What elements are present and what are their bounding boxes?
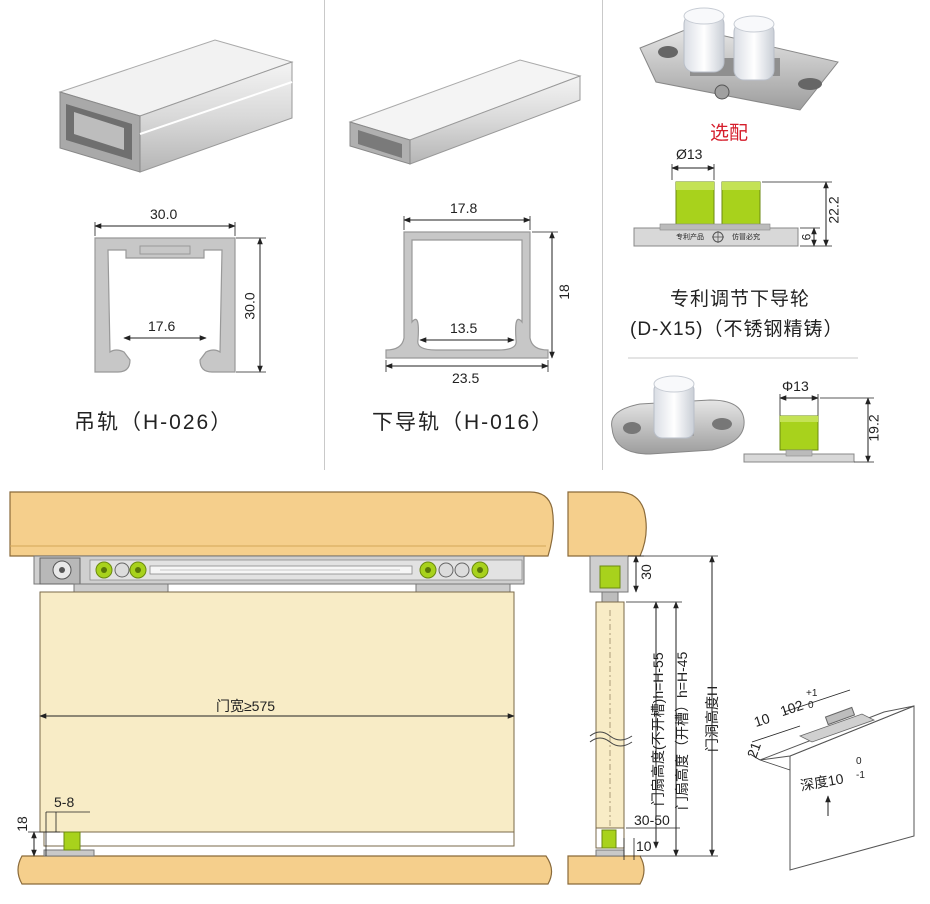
plate-text-counterfeit: 仿冒必究 bbox=[732, 234, 760, 241]
groove-depth-dim: 30-50 bbox=[634, 812, 670, 828]
hanging-rail-inner-dim: 17.6 bbox=[148, 318, 176, 334]
separator-2 bbox=[602, 0, 603, 470]
guide-wheel-dia-dim: Ø13 bbox=[676, 146, 703, 162]
separator-1 bbox=[324, 0, 325, 470]
single-wheel-photo bbox=[611, 375, 745, 455]
hanging-rail-section bbox=[94, 222, 266, 373]
floor-gap-dim: 5-8 bbox=[54, 794, 75, 810]
guide-wheel-photo bbox=[639, 7, 839, 111]
leaf-height-groove: 门扇高度（开槽）h=H-45 bbox=[674, 651, 690, 810]
groove-tol-102-lower: 0 bbox=[808, 700, 814, 711]
guide-wheel-height-dim: 22.2 bbox=[825, 196, 842, 224]
single-wheel-drawing bbox=[743, 394, 874, 463]
guide-wheel-base-dim: 6 bbox=[799, 233, 814, 241]
guide-wheel-caption-1: 专利调节下导轮 bbox=[670, 289, 811, 310]
plate-text-patent: 专利产品 bbox=[676, 234, 704, 241]
groove-tol-102-upper: +1 bbox=[806, 688, 818, 699]
hanging-rail-3d bbox=[58, 39, 294, 173]
hanging-rail-height-dim: 30.0 bbox=[241, 292, 258, 320]
hanging-rail-caption: 吊轨（H-026） bbox=[74, 411, 234, 434]
side-view bbox=[567, 491, 718, 885]
groove-tol-depth-lower: -1 bbox=[856, 770, 865, 781]
guide-wheel-drawing bbox=[633, 164, 832, 247]
groove-tol-depth-upper: 0 bbox=[856, 756, 862, 767]
side-bottom-dim: 10 bbox=[636, 838, 652, 854]
lower-rail-3d bbox=[348, 59, 582, 165]
single-wheel-dia-dim: Φ13 bbox=[782, 378, 809, 394]
opening-height-label: 门洞高度H bbox=[704, 685, 720, 752]
front-view bbox=[9, 491, 554, 885]
groove-detail bbox=[749, 689, 915, 871]
floor-height-dim: 18 bbox=[13, 816, 30, 832]
door-width-label: 门宽≥575 bbox=[216, 698, 276, 714]
lower-rail-bottom-dim: 23.5 bbox=[452, 370, 480, 386]
side-top-dim: 30 bbox=[637, 564, 654, 580]
lower-rail-top-dim: 17.8 bbox=[450, 200, 478, 216]
single-wheel-height-dim: 19.2 bbox=[865, 414, 882, 442]
lower-rail-section bbox=[385, 216, 558, 372]
leaf-height-no-groove: 门扇高度(不开槽)h=H-55 bbox=[650, 652, 666, 806]
guide-wheel-caption-2: (D-X15)（不锈钢精铸） bbox=[630, 319, 844, 340]
hanging-rail-width-dim: 30.0 bbox=[150, 206, 178, 222]
lower-rail-height-dim: 18 bbox=[555, 284, 572, 300]
lower-rail-caption: 下导轨（H-016） bbox=[372, 411, 555, 434]
lower-rail-inner-dim: 13.5 bbox=[450, 320, 478, 336]
optional-label: 选配 bbox=[710, 123, 749, 144]
